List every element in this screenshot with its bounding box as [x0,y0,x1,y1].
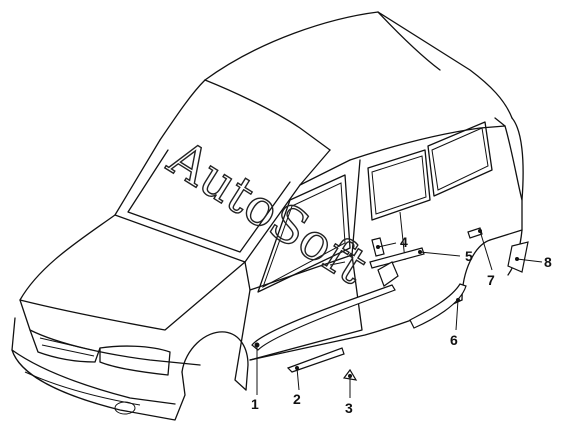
leader-line-7 [479,230,493,271]
callout-7: 7 [487,272,495,288]
leader-line-8 [516,258,543,263]
leader-lines [256,230,543,398]
callout-1: 1 [251,396,259,412]
watermark-text: AutoSoft [158,128,377,295]
callout-labels: 1 2 3 4 5 6 7 8 [251,234,552,416]
part-2-sill-strip [286,347,345,373]
callout-5: 5 [465,248,473,264]
part-7-small-trim [467,227,483,239]
part-8-badge [507,241,529,273]
leader-line-6 [455,299,459,331]
part-5-rail-moulding [369,247,425,287]
leader-line-4 [377,242,397,248]
callout-3: 3 [345,400,353,416]
callout-6: 6 [450,332,458,348]
vehicle-outline [11,11,524,421]
callout-8: 8 [544,254,552,270]
callout-4: 4 [400,234,408,250]
leader-line-5 [419,251,461,257]
leader-line-2 [296,367,300,391]
callout-2: 2 [293,391,301,407]
